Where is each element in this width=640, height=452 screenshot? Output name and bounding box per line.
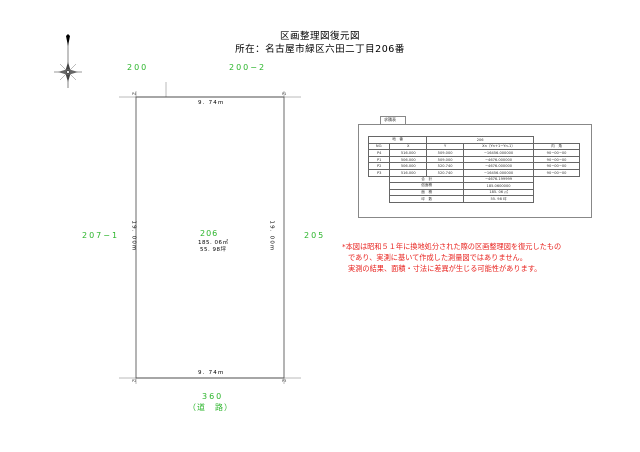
table-cell: −4676.000000 bbox=[463, 162, 535, 170]
table-cell bbox=[534, 137, 580, 144]
tsubo-value: 55. 98 bbox=[490, 196, 502, 201]
table-row: P4 516.000 509.000 −16456.000000 90−00−0… bbox=[367, 149, 580, 157]
table-header-cell: Y bbox=[426, 142, 465, 151]
lot-label-north-right: 200−2 bbox=[229, 63, 267, 72]
table-cell: 90−00−00 bbox=[533, 149, 580, 157]
table-cell: 55. 98 坪 bbox=[463, 195, 535, 203]
table-cell: 506.000 bbox=[389, 162, 428, 170]
table-cell: 90−00−00 bbox=[533, 168, 580, 177]
table-cell: 516.000 bbox=[389, 168, 428, 177]
north-arrow-icon bbox=[54, 34, 82, 88]
table-cell: 185. 06 ㎡ bbox=[463, 188, 535, 197]
calc-frame bbox=[358, 124, 592, 218]
lot-label-east: 205 bbox=[304, 231, 326, 240]
table-cell: 520.740 bbox=[426, 162, 465, 170]
table-cell: P2 bbox=[367, 162, 391, 170]
dimension-left: 19. 00m bbox=[130, 220, 137, 252]
table-cell: −4676.199999 bbox=[463, 175, 535, 184]
table-cell bbox=[369, 189, 390, 196]
table-cell bbox=[534, 176, 580, 183]
table-cell: −16456.000000 bbox=[463, 149, 535, 157]
note-line-1: *本図は昭和５１年に換地処分された際の区画整理図を復元したもの bbox=[342, 242, 562, 251]
table-row: 倍面積 185.0600000 bbox=[369, 182, 580, 190]
main-lot-area-sqm: 185. 06㎡ bbox=[198, 240, 229, 246]
document-location: 所在：名古屋市緑区六田二丁目206番 bbox=[235, 44, 405, 55]
table-cell: 坪 数 bbox=[389, 195, 465, 203]
table-cell bbox=[369, 176, 390, 183]
table-cell: P3 bbox=[367, 168, 391, 177]
lot-label-south: 360 bbox=[202, 392, 224, 401]
table-cell bbox=[534, 189, 580, 196]
corner-label-p2: P2 bbox=[132, 379, 137, 383]
area-unit: ㎡ bbox=[504, 190, 508, 195]
table-cell: 90−00−00 bbox=[533, 162, 580, 170]
table-cell bbox=[534, 196, 580, 203]
area-value: 185. 06 bbox=[489, 190, 504, 195]
table-cell: 倍面積 bbox=[389, 182, 465, 190]
calc-caption: 求積表 bbox=[384, 117, 396, 122]
table-row: P2 506.000 520.740 −4676.000000 90−00−00 bbox=[367, 162, 580, 170]
lot-label-west: 207−1 bbox=[82, 231, 120, 240]
table-cell: 506.000 bbox=[389, 155, 428, 164]
table-row: P1 506.000 509.000 −4676.000000 90−00−00 bbox=[367, 155, 580, 164]
table-header-cell: NO. bbox=[367, 142, 391, 151]
table-cell: −16456.000000 bbox=[463, 168, 535, 177]
table-cell bbox=[534, 183, 580, 190]
main-lot-number: 206 bbox=[200, 229, 219, 238]
tsubo-unit: 坪 bbox=[503, 196, 507, 201]
corner-label-p1: P1 bbox=[282, 92, 287, 96]
table-header-cell: 内 角 bbox=[533, 142, 580, 151]
table-cell: 地 番 bbox=[367, 136, 428, 144]
table-row: 地 番 206 bbox=[367, 136, 580, 144]
table-row: P3 516.000 520.740 −16456.000000 90−00−0… bbox=[367, 168, 580, 177]
dimension-right: 19. 00m bbox=[268, 220, 275, 252]
corner-label-p4: P4 bbox=[132, 92, 137, 96]
table-cell: 509.000 bbox=[426, 149, 465, 157]
lot-label-south-note: （道 路） bbox=[188, 403, 233, 412]
note-line-2: であり、実測に基いて作成した測量図ではありません。 bbox=[348, 253, 527, 262]
table-cell: P1 bbox=[367, 155, 391, 164]
main-lot-area-tsubo: 55. 98坪 bbox=[200, 247, 227, 253]
table-header-row: NO. X Y Xn（Yn+1−Yn-1） 内 角 bbox=[367, 142, 580, 151]
dimension-top: 9. 74m bbox=[198, 100, 225, 106]
document-title: 区画整理図復元図 bbox=[279, 31, 360, 42]
table-cell: P4 bbox=[367, 149, 391, 157]
table-cell: 206 bbox=[426, 136, 535, 144]
table-cell: 面 積 bbox=[389, 188, 465, 197]
table-cell: 509.000 bbox=[426, 155, 465, 164]
table-cell: 90−00−00 bbox=[533, 155, 580, 164]
table-cell: 合 計 bbox=[389, 175, 465, 184]
table-cell: 516.000 bbox=[389, 149, 428, 157]
corner-label-p3: P3 bbox=[282, 379, 287, 383]
calc-table: 地 番 206 NO. X Y Xn（Yn+1−Yn-1） 内 角 P4 516… bbox=[367, 136, 580, 203]
table-cell bbox=[369, 196, 390, 203]
table-cell: 520.740 bbox=[426, 168, 465, 177]
table-cell: 185.0600000 bbox=[463, 182, 535, 190]
table-header-cell: X bbox=[389, 142, 428, 151]
table-header-cell: Xn（Yn+1−Yn-1） bbox=[463, 142, 535, 151]
lot-label-north-left: 200 bbox=[127, 63, 149, 72]
table-row: 面 積 185. 06 ㎡ bbox=[369, 188, 580, 197]
table-row: 合 計 −4676.199999 bbox=[369, 175, 580, 184]
note-line-3: 実測の結果、面積・寸法に差異が生じる可能性があります。 bbox=[348, 264, 542, 273]
table-cell bbox=[369, 183, 390, 190]
table-cell: −4676.000000 bbox=[463, 155, 535, 164]
table-row: 坪 数 55. 98 坪 bbox=[369, 195, 580, 203]
dimension-bottom: 9. 74m bbox=[198, 370, 225, 376]
